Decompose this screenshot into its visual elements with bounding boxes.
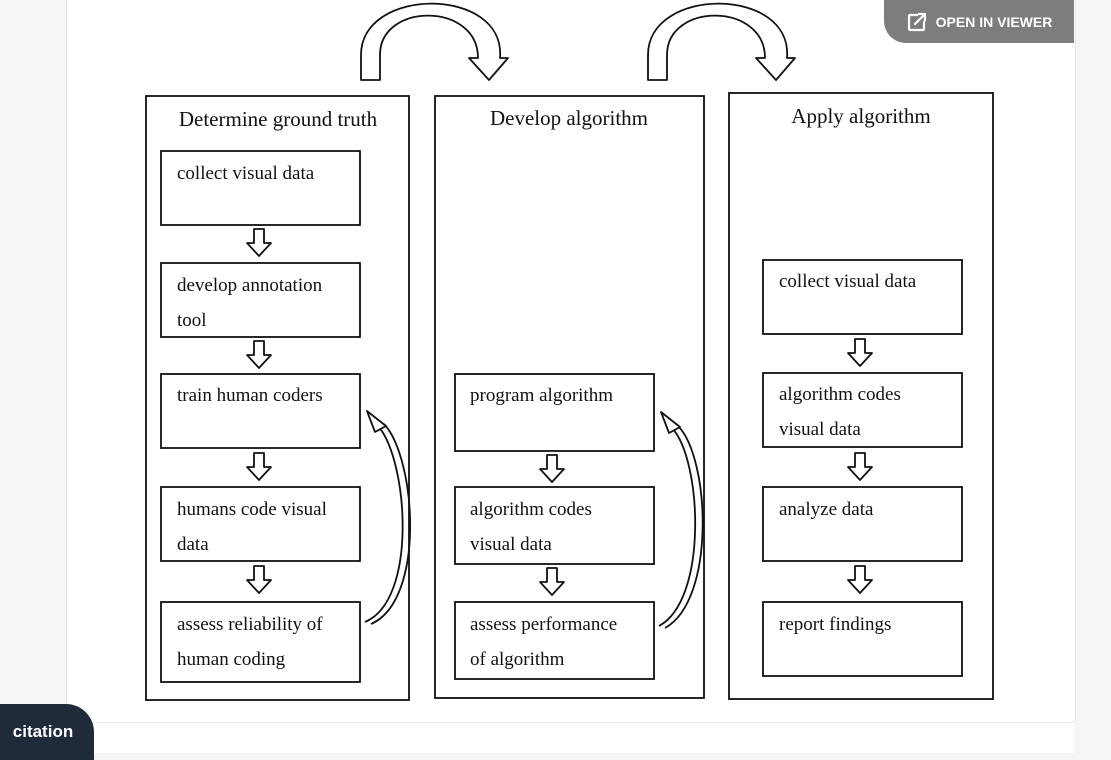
feedback-loop-arrow — [364, 410, 412, 625]
step-box: analyze data — [762, 486, 963, 562]
step-text: human coding — [177, 649, 286, 670]
step-box: algorithm codes visual data — [762, 372, 963, 448]
curved-arrow-top-2 — [647, 2, 796, 81]
step-text: tool — [177, 310, 207, 331]
down-arrows — [246, 228, 873, 596]
step-box: report findings — [762, 601, 963, 677]
open-in-viewer-button[interactable]: OPEN IN VIEWER — [884, 0, 1074, 43]
step-text: of algorithm — [470, 649, 565, 670]
open-in-viewer-label: OPEN IN VIEWER — [935, 13, 1053, 30]
down-arrow-icon — [246, 565, 272, 594]
column-title-apply: Apply algorithm — [791, 104, 930, 128]
step-text: train human coders — [177, 385, 323, 406]
down-arrow-icon — [246, 228, 272, 257]
feedback-loop-arrow — [658, 411, 704, 629]
column-title-ground-truth: Determine ground truth — [179, 107, 378, 131]
step-text: collect visual data — [779, 271, 917, 292]
step-text: data — [177, 534, 209, 555]
step-text: humans code visual — [177, 499, 327, 520]
external-link-icon — [906, 11, 928, 33]
down-arrow-icon — [246, 452, 272, 481]
step-text: program algorithm — [470, 385, 613, 406]
step-text: report findings — [779, 614, 891, 635]
step-text: analyze data — [779, 499, 874, 520]
citation-label: citation — [12, 722, 74, 741]
down-arrow-icon — [847, 338, 873, 367]
step-box: assess performance of algorithm — [454, 601, 655, 680]
step-box: humans code visual data — [160, 486, 361, 562]
down-arrow-icon — [246, 340, 272, 369]
step-text: assess reliability of — [177, 614, 323, 635]
step-box: algorithm codes visual data — [454, 486, 655, 565]
step-text: algorithm codes — [470, 499, 592, 520]
card-footer — [66, 722, 1074, 753]
step-box: assess reliability of human coding — [160, 601, 361, 683]
down-arrow-icon — [539, 567, 565, 596]
step-box: collect visual data — [160, 150, 361, 226]
step-box: develop annotation tool — [160, 262, 361, 338]
step-box: collect visual data — [762, 259, 963, 335]
citation-button[interactable]: citation — [0, 704, 94, 760]
down-arrow-icon — [539, 454, 565, 483]
step-box: program algorithm — [454, 373, 655, 452]
step-text: collect visual data — [177, 163, 315, 184]
step-text: assess performance — [470, 614, 617, 635]
step-text: visual data — [470, 534, 552, 555]
step-box: train human coders — [160, 373, 361, 449]
column-title-develop: Develop algorithm — [490, 106, 648, 130]
step-text: algorithm codes — [779, 384, 901, 405]
down-arrow-icon — [847, 565, 873, 594]
down-arrow-icon — [847, 452, 873, 481]
step-text: visual data — [779, 419, 861, 440]
step-text: develop annotation — [177, 275, 323, 296]
curved-arrow-top-1 — [360, 2, 509, 81]
